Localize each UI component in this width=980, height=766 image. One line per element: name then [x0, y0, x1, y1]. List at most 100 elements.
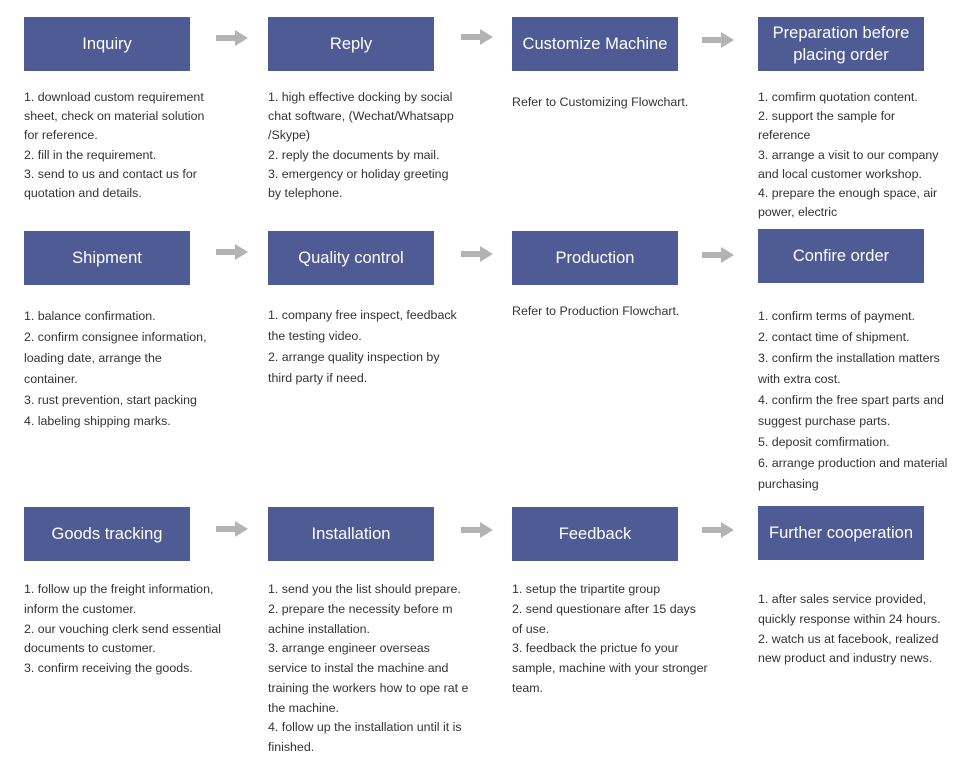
step-box-shipment: Shipment [24, 231, 190, 285]
description-line: with extra cost. [758, 372, 841, 386]
step-description-preparation: 1. comfirm quotation content. 2. support… [758, 88, 950, 222]
step-description-shipment: 1. balance confirmation. 2. confirm cons… [24, 306, 216, 432]
step-box-quality-control: Quality control [268, 231, 434, 285]
arrow-right-icon [702, 522, 734, 538]
description-line: new product and industry news. [758, 651, 933, 666]
step-description-further-cooperation: 1. after sales service provided, quickly… [758, 590, 950, 669]
step-box-installation: Installation [268, 507, 434, 561]
description-line: 3. send to us and contact us for [24, 166, 197, 181]
step-title: Feedback [558, 525, 632, 543]
step-box-inquiry: Inquiry [24, 17, 190, 71]
step-box-further-cooperation: Further cooperation [758, 506, 924, 560]
description-line: team. [512, 680, 543, 695]
arrow-right-icon [461, 246, 493, 262]
description-line: 1. follow up the freight information, [24, 582, 214, 596]
description-line: 4. prepare the enough space, air [758, 186, 938, 201]
step-description-inquiry: 1. download custom requirement sheet, ch… [24, 88, 216, 203]
description-line: training the workers how to ope rat e [268, 680, 469, 695]
step-description-confire-order: 1. confirm terms of payment. 2. contact … [758, 306, 950, 495]
step-title: Installation [311, 525, 391, 543]
description-line: inform the customer. [24, 601, 137, 616]
step-box-confire-order: Confire order [758, 229, 924, 283]
description-line: 2. prepare the necessity before m [268, 601, 453, 616]
arrow-right-icon [461, 29, 493, 45]
step-title: Goods tracking [51, 525, 163, 543]
step-description-production: Refer to Production Flowchart. [512, 301, 704, 322]
arrow-right-icon [216, 30, 248, 46]
description-line: /Skype) [268, 128, 311, 143]
description-line: sample, machine with your stronger [512, 661, 708, 675]
step-description-feedback: 1. setup the tripartite group 2. send qu… [512, 580, 708, 699]
step-title: Shipment [72, 249, 142, 267]
description-line: 2. send questionare after 15 days [512, 601, 696, 616]
description-line: 1. download custom requirement [24, 90, 204, 104]
description-line: by telephone. [268, 186, 343, 201]
description-line: third party if need. [268, 371, 368, 385]
description-line: 1. setup the tripartite group [512, 582, 661, 596]
description-line: 3. arrange a visit to our company [758, 147, 939, 162]
arrow-right-icon [216, 521, 248, 537]
description-line: 1. high effective docking by social [268, 90, 453, 104]
description-line: purchasing [758, 477, 819, 491]
description-line: 6. arrange production and material [758, 456, 948, 470]
step-title: Quality control [298, 249, 404, 267]
description-line: the machine. [268, 700, 339, 715]
step-title: Inquiry [82, 35, 132, 53]
step-box-customize-machine: Customize Machine [512, 17, 678, 71]
description-line: quickly response within 24 hours. [758, 611, 941, 626]
description-line: 4. labeling shipping marks. [24, 414, 171, 428]
step-description-reply: 1. high effective docking by social chat… [268, 88, 460, 203]
description-line: 4. confirm the free spart parts and [758, 393, 944, 407]
arrow-right-icon [702, 247, 734, 263]
description-line: 3. emergency or holiday greeting [268, 166, 449, 181]
description-line: 2. reply the documents by mail. [268, 147, 440, 162]
arrow-right-icon [702, 32, 734, 48]
description-line: Refer to Customizing Flowchart. [512, 95, 689, 109]
description-line: and local customer workshop. [758, 166, 922, 181]
description-line: reference [758, 128, 811, 143]
description-line: achine installation. [268, 621, 370, 636]
step-title: Production [555, 249, 635, 267]
description-line: sheet, check on material solution [24, 109, 205, 124]
description-line: 2. fill in the requirement. [24, 147, 157, 162]
description-line: 2. our vouching clerk send essential [24, 621, 221, 636]
step-title: Preparation before placing order [772, 24, 910, 64]
step-title: Confire order [792, 247, 890, 265]
description-line: 3. arrange engineer overseas [268, 641, 430, 656]
step-box-goods-tracking: Goods tracking [24, 507, 190, 561]
description-line: 3. rust prevention, start packing [24, 393, 197, 407]
description-line: for reference. [24, 128, 98, 143]
arrow-right-icon [461, 522, 493, 538]
description-line: 1. send you the list should prepare. [268, 582, 461, 596]
description-line: loading date, arrange the [24, 351, 162, 365]
description-line: 2. support the sample for [758, 109, 896, 124]
description-line: 1. company free inspect, feedback [268, 308, 457, 322]
description-line: 2. arrange quality inspection by [268, 350, 440, 364]
step-description-installation: 1. send you the list should prepare. 2. … [268, 580, 469, 758]
description-line: chat software, (Wechat/Whatsapp [268, 109, 454, 124]
step-description-customize-machine: Refer to Customizing Flowchart. [512, 93, 704, 112]
description-line: service to instal the machine and [268, 661, 449, 675]
description-line: 1. balance confirmation. [24, 309, 156, 323]
description-line: of use. [512, 621, 550, 636]
description-line: documents to customer. [24, 641, 156, 656]
description-line: 3. confirm the installation matters [758, 351, 940, 365]
step-box-production: Production [512, 231, 678, 285]
description-line: 2. confirm consignee information, [24, 330, 207, 344]
step-title: Reply [329, 35, 373, 53]
description-line: quotation and details. [24, 186, 142, 201]
description-line: 1. confirm terms of payment. [758, 309, 916, 323]
description-line: Refer to Production Flowchart. [512, 304, 680, 318]
arrow-right-icon [216, 244, 248, 260]
description-line: 2. watch us at facebook, realized [758, 631, 939, 646]
description-line: the testing video. [268, 329, 362, 343]
step-title: Further cooperation [769, 524, 913, 542]
description-line: 1. comfirm quotation content. [758, 90, 918, 104]
step-box-reply: Reply [268, 17, 434, 71]
description-line: suggest purchase parts. [758, 414, 891, 428]
description-line: 3. feedback the prictue fo your [512, 641, 679, 656]
step-description-quality-control: 1. company free inspect, feedback the te… [268, 305, 460, 389]
step-description-goods-tracking: 1. follow up the freight information, in… [24, 580, 221, 679]
description-line: container. [24, 372, 78, 386]
description-line: 3. confirm receiving the goods. [24, 661, 193, 675]
